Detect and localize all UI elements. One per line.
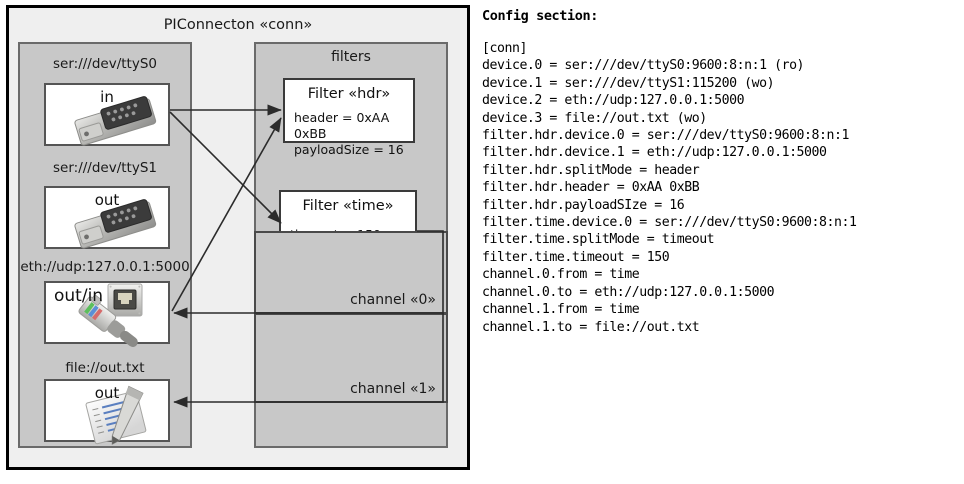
channel-box-0[interactable]: channel «0» — [254, 231, 448, 314]
config-line: filter.time.timeout = 150 — [482, 249, 670, 265]
config-line: [conn] — [482, 41, 527, 56]
filter-prop-hdr-header: header = 0xAA 0xBB — [294, 110, 390, 141]
device-label-ttyS1: ser:///dev/ttyS1 — [53, 160, 157, 176]
filters-panel-title: filters — [331, 49, 371, 65]
device-caption-ttyS0-in: in — [100, 88, 114, 106]
config-line: channel.0.to = eth://udp:127.0.0.1:5000 — [482, 284, 775, 300]
config-lines: [conn] device.0 = ser:///dev/ttyS0:9600:8… — [482, 40, 960, 336]
device-box-eth[interactable]: out/in — [44, 281, 170, 344]
device-label-file: file://out.txt — [65, 360, 145, 376]
config-line: device.1 = ser:///dev/ttyS1:115200 (wo) — [482, 75, 775, 91]
component-title: PIConnecton «conn» — [163, 17, 313, 33]
config-line: channel.1.to = file://out.txt — [482, 319, 700, 335]
device-box-file[interactable]: out — [44, 379, 170, 442]
device-caption-eth-outin: out/in — [54, 286, 104, 306]
device-box-ttyS1[interactable]: out — [44, 186, 170, 249]
config-line: filter.hdr.device.1 = eth://udp:127.0.0.… — [482, 145, 827, 161]
config-section: Config section: [conn] device.0 = ser:///… — [482, 8, 960, 368]
filter-prop-hdr-payloadsize: payloadSize = 16 — [294, 142, 404, 157]
device-label-eth: eth://udp:127.0.0.1:5000 — [20, 259, 190, 275]
config-line: filter.time.device.0 = ser:///dev/ttyS0:… — [482, 215, 857, 231]
device-caption-ttyS1-out: out — [94, 191, 120, 209]
config-heading: Config section: — [482, 8, 598, 24]
device-label-ttyS0: ser:///dev/ttyS0 — [53, 56, 157, 72]
config-line: device.3 = file://out.txt (wo) — [482, 110, 707, 126]
filter-title-time: Filter «time» — [302, 198, 394, 214]
config-line: filter.time.splitMode = timeout — [482, 232, 715, 248]
channel-label-1: channel «1» — [350, 381, 436, 397]
config-line: filter.hdr.splitMode = header — [482, 162, 700, 178]
config-line: device.2 = eth://udp:127.0.0.1:5000 — [482, 93, 745, 109]
device-box-ttyS0[interactable]: in — [44, 83, 170, 146]
device-caption-file-out: out — [94, 384, 120, 402]
config-line: channel.0.from = time — [482, 267, 640, 283]
config-line: device.0 = ser:///dev/ttyS0:9600:8:n:1 (… — [482, 58, 805, 74]
channel-label-0: channel «0» — [350, 292, 436, 308]
filter-title-hdr: Filter «hdr» — [307, 86, 391, 102]
filter-box-hdr[interactable]: Filter «hdr» header = 0xAA 0xBB payloadS… — [283, 78, 415, 157]
channel-box-1[interactable]: channel «1» — [254, 313, 448, 403]
config-line: filter.hdr.payloadSIze = 16 — [482, 197, 685, 213]
config-line: filter.hdr.header = 0xAA 0xBB — [482, 180, 700, 196]
config-line: channel.1.from = time — [482, 302, 640, 318]
filter-props-hdr: header = 0xAA 0xBB payloadSize = 16 — [294, 110, 413, 158]
config-line: filter.hdr.device.0 = ser:///dev/ttyS0:9… — [482, 128, 849, 144]
